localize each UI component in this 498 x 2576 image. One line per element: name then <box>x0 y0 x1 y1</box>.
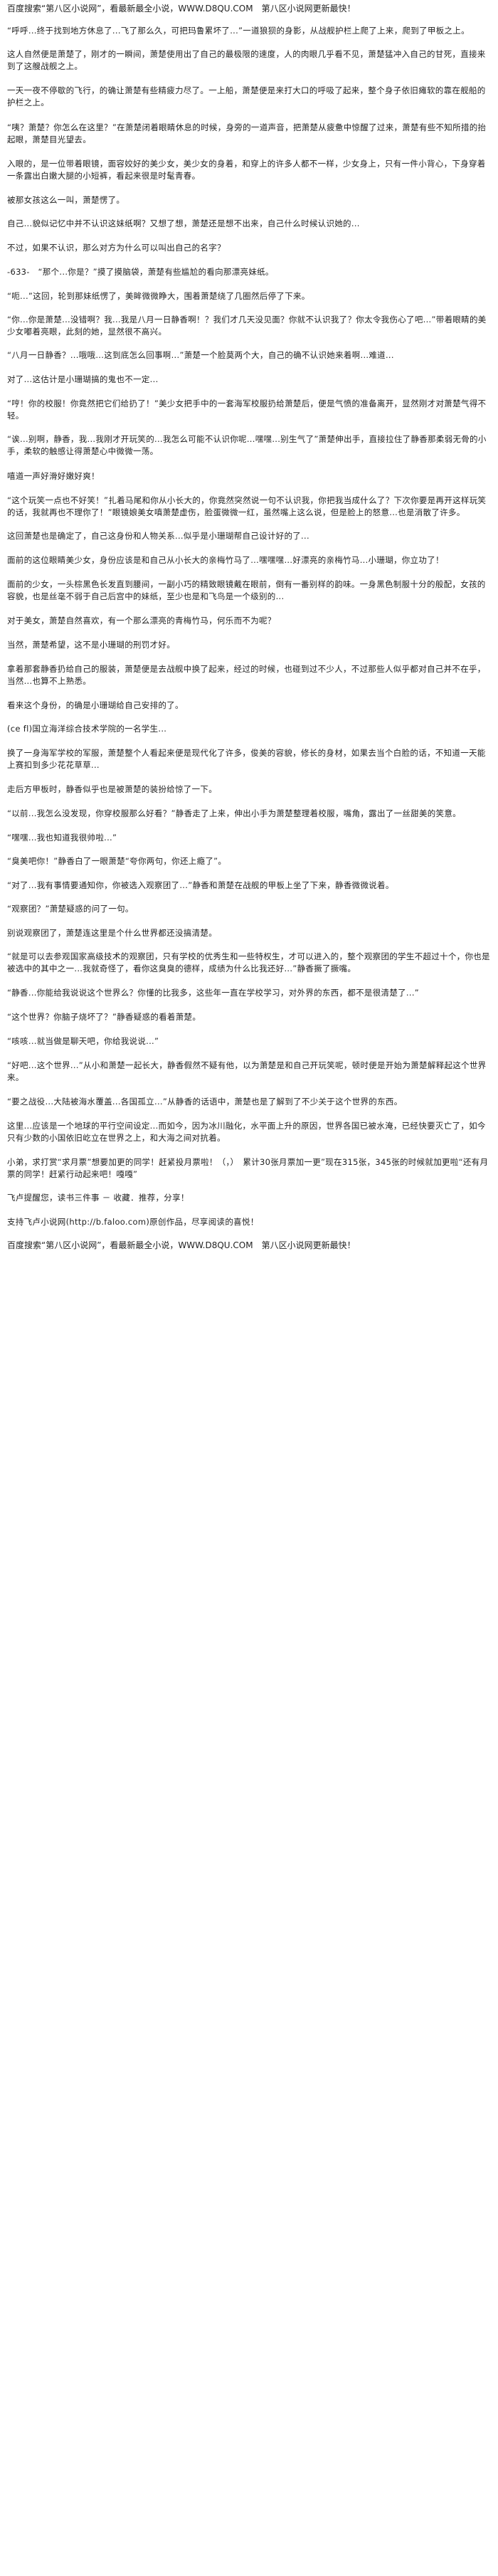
paragraph: 不过，如果不认识，那么对方为什么可以叫出自己的名字？ <box>7 243 226 253</box>
paragraph: 换了一身海军学校的军服，萧楚整个人看起来便是现代化了许多，俊美的容貌，修长的身材… <box>7 748 486 770</box>
paragraph: 小弟，求打赏“求月票”想要加更的同学！赶紧投月票啦！（，） 累计30张月票加一更… <box>7 1157 489 1179</box>
paragraph: -633- “那个...你是？”摸了摸脑袋，萧楚有些尴尬的看向那漂亮妹纸。 <box>7 267 274 277</box>
chapter-content: “呼呼...终于找到地方休息了...飞了那么久，可把玛鲁累坏了...”一道狼狈的… <box>0 25 498 1228</box>
paragraph: “呼呼...终于找到地方休息了...飞了那么久，可把玛鲁累坏了...”一道狼狈的… <box>7 26 470 36</box>
paragraph: 走后方甲板时，静香似乎也是被萧楚的装扮给惊了一下。 <box>7 784 217 794</box>
paragraph: 看来这个身份，的确是小珊瑚给自己安排的了。 <box>7 700 184 710</box>
paragraph: “咳咳...就当做是聊天吧，你给我说说...” <box>7 1036 159 1046</box>
paragraph: 这回萧楚也是确定了，自己这身份和人物关系...似乎是小珊瑚帮自己设计好的了... <box>7 531 309 541</box>
paragraph: “臭美吧你！”静香白了一眼萧楚“夸你两句，你还上瘾了”。 <box>7 856 227 866</box>
paragraph: “八月一日静香？...哦哦...这到底怎么回事啊...”萧楚一个脸莫两个大，自己… <box>7 350 394 360</box>
paragraph: “以前...我怎么没发现，你穿校服那么好看？”静香走了上来，伸出小手为萧楚整理着… <box>7 808 461 818</box>
paragraph: “这个世界？你脑子烧坏了？”静香疑惑的看着萧楚。 <box>7 1012 201 1022</box>
paragraph: 对于美女，萧楚自然喜欢，有一个那么漂亮的青梅竹马，何乐而不为呢？ <box>7 616 276 625</box>
paragraph: 被那女孩这么一叫，萧楚愣了。 <box>7 195 125 205</box>
paragraph: 自己...貌似记忆中并不认识这妹纸啊？又想了想，萧楚还是想不出来，自己什么时候认… <box>7 218 360 228</box>
paragraph: “就是可以去参观国家高级技术的观察团，只有学校的优秀生和一些特权生，才可以进入的… <box>7 951 490 973</box>
paragraph: “咦？萧楚？你怎么在这里？”在萧楚闭着眼睛休息的时候，身旁的一道声音，把萧楚从疲… <box>7 122 487 144</box>
paragraph: 当然，萧楚希望，这不是小珊瑚的刑罚才好。 <box>7 640 175 650</box>
paragraph: 这里...应该是一个地球的平行空间设定...而如今，因为冰川融化，水平面上升的原… <box>7 1121 486 1143</box>
paragraph: 拿着那套静香扔给自己的服装，萧楚便是去战舰中换了起来，经过的时候，也碰到过不少人… <box>7 664 486 686</box>
paragraph: “嘿嘿...我也知道我很帅啦...” <box>7 833 117 843</box>
paragraph: “这个玩笑一点也不好笑！”扎着马尾和你从小长大的，你竟然突然说一句不认识我，你把… <box>7 495 487 517</box>
bottom-banner: 百度搜索“第八区小说网”，看最新最全小说，WWW.D8QU.COM 第八区小说网… <box>7 1240 356 1250</box>
paragraph: “呃...”这回，轮到那妹纸愣了，美眸微微睁大，围着萧楚绕了几圈然后停了下来。 <box>7 291 310 301</box>
paragraph: (ce fl)国立海洋综合技术学院的一名学生... <box>7 724 167 734</box>
paragraph: 入眼的，是一位带着眼镜，面容姣好的美少女，美少女的身着，和穿上的许多人都不一样，… <box>7 159 486 181</box>
paragraph: 别说观察团了，萧楚连这里是个什么世界都还没搞清楚。 <box>7 928 217 938</box>
paragraph: “诶...别啊，静香，我...我刚才开玩笑的...我怎么可能不认识你呢...嘿嘿… <box>7 434 487 456</box>
paragraph: 嘻道一声好滑好嫩好爽！ <box>7 471 100 481</box>
paragraph: 对了...这估计是小珊瑚搞的鬼也不一定... <box>7 374 159 384</box>
paragraph: 支持飞卢小说网(http://b.faloo.com)原创作品，尽享阅读的喜悦！ <box>7 1217 259 1227</box>
paragraph: 飞卢提醒您，读书三件事 － 收藏．推荐，分享！ <box>7 1193 189 1203</box>
paragraph: 这人自然便是萧楚了，刚才的一瞬间，萧楚使用出了自己的最极限的速度，人的肉眼几乎看… <box>7 49 486 71</box>
paragraph: 面前的少女，一头棕黑色长发直到腰间，一副小巧的精致眼镜戴在眼前，倒有一番别样的韵… <box>7 579 486 601</box>
paragraph: “观察团？”萧楚疑惑的问了一句。 <box>7 904 134 914</box>
paragraph: “对了...我有事情要通知你，你被选入观察团了...”静香和萧楚在战舰的甲板上坐… <box>7 880 394 890</box>
paragraph: “好吧...这个世界...”从小和萧楚一起长大，静香假然不疑有他，以为萧楚是和自… <box>7 1060 487 1082</box>
paragraph: “你...你是萧楚...没错啊？我...我是八月一日静香啊！？我们才几天没见面？… <box>7 315 487 337</box>
paragraph: 面前的这位眼睛美少女，身份应该是和自己从小长大的亲梅竹马了...嘿嘿嘿...好漂… <box>7 555 444 565</box>
paragraph: “静香...你能给我说说这个世界么？你懂的比我多，这些年一直在学校学习，对外界的… <box>7 988 420 998</box>
paragraph: “要之战役...大陆被海水覆盖...各国孤立...”从静香的话语中，萧楚也是了解… <box>7 1097 403 1107</box>
paragraph: “哼！你的校服！你竟然把它们给扔了！”美少女把手中的一套海军校服扔给萧楚后，便是… <box>7 398 487 421</box>
paragraph: 一天一夜不停歇的飞行，的确让萧楚有些精疲力尽了。一上船，萧楚便是来打大口的呼吸了… <box>7 85 486 107</box>
top-banner: 百度搜索“第八区小说网”，看最新最全小说，WWW.D8QU.COM 第八区小说网… <box>7 4 356 14</box>
